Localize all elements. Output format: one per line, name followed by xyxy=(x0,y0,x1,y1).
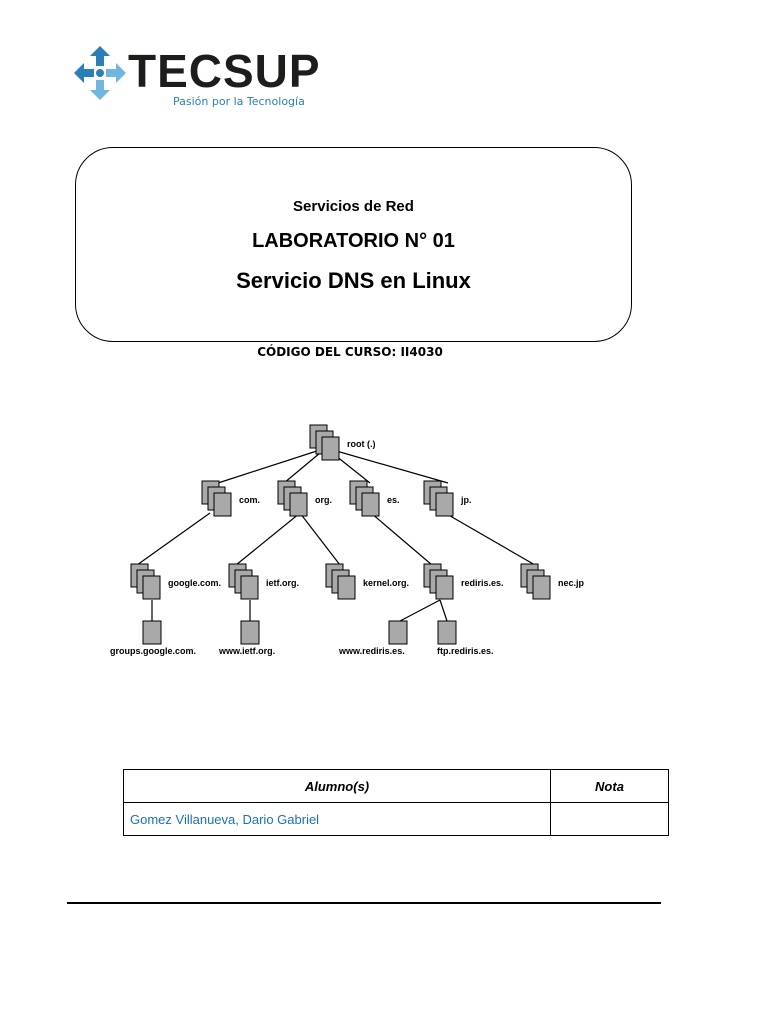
dns-label-ietf: ietf.org. xyxy=(266,578,299,588)
student-name: Gomez Villanueva, Dario Gabriel xyxy=(123,802,551,836)
dns-label-kernel: kernel.org. xyxy=(363,578,409,588)
lab-number: LABORATORIO N° 01 xyxy=(252,230,455,252)
dns-label-es: es. xyxy=(387,495,400,505)
dns-node-nec xyxy=(520,563,551,600)
dns-label-www-rediris: www.rediris.es. xyxy=(338,646,405,656)
dns-label-google: google.com. xyxy=(168,578,221,588)
dns-label-rediris: rediris.es. xyxy=(461,578,504,588)
dns-label-jp: jp. xyxy=(460,495,472,505)
dns-label-org: org. xyxy=(315,495,332,505)
student-grade xyxy=(550,802,669,836)
dns-label-root: root (.) xyxy=(347,439,376,449)
header-student: Alumno(s) xyxy=(123,769,551,803)
title-box: Servicios de Red LABORATORIO N° 01 Servi… xyxy=(75,147,632,342)
dns-node-www-rediris xyxy=(388,620,408,645)
dns-node-rediris xyxy=(423,563,454,600)
footer-divider xyxy=(67,902,661,904)
dns-node-kernel xyxy=(325,563,356,600)
dns-label-groups-google: groups.google.com. xyxy=(110,646,196,656)
dns-node-www-ietf xyxy=(240,620,260,645)
dns-node-ftp-rediris xyxy=(437,620,457,645)
course-code: CÓDIGO DEL CURSO: II4030 xyxy=(257,345,443,359)
dns-node-google xyxy=(130,563,161,600)
dns-node-groups-google xyxy=(142,620,162,645)
dns-tree-diagram: root (.) com. org. es. jp. google.com. i… xyxy=(110,424,585,656)
dns-node-jp xyxy=(423,480,454,517)
dns-node-root xyxy=(309,424,340,461)
logo-wordmark: TECSUP xyxy=(128,45,321,97)
tecsup-arrows-logo-icon xyxy=(74,46,126,100)
dns-label-com: com. xyxy=(239,495,260,505)
table-row: Gomez Villanueva, Dario Gabriel xyxy=(123,802,669,836)
dns-node-ietf xyxy=(228,563,259,600)
table-header-row: Alumno(s) Nota xyxy=(123,769,669,803)
logo-tagline: Pasión por la Tecnología xyxy=(173,95,305,108)
dns-node-org xyxy=(277,480,308,517)
dns-label-ftp-rediris: ftp.rediris.es. xyxy=(437,646,494,656)
lab-title: Servicio DNS en Linux xyxy=(236,268,471,293)
tree-edges xyxy=(136,447,536,622)
dns-node-com xyxy=(201,480,232,517)
students-table: Alumno(s) Nota Gomez Villanueva, Dario G… xyxy=(123,769,669,836)
tecsup-logo: TECSUP Pasión por la Tecnología xyxy=(70,42,320,112)
dns-label-www-ietf: www.ietf.org. xyxy=(218,646,275,656)
dns-node-es xyxy=(349,480,380,517)
header-grade: Nota xyxy=(550,769,669,803)
dns-label-nec: nec.jp xyxy=(558,578,585,588)
subject-title: Servicios de Red xyxy=(293,198,414,215)
